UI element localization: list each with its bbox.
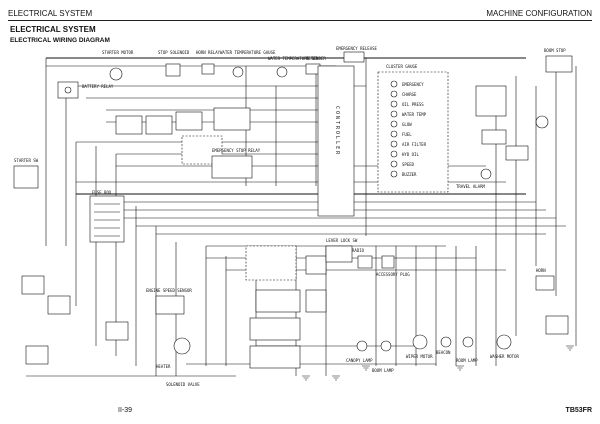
- indicator-label: HYD OIL: [402, 152, 419, 157]
- horn-label: HORN: [536, 268, 546, 273]
- travel-alarm: TRAVEL ALARM: [456, 168, 492, 189]
- indicator-label: OIL PRESS: [402, 102, 424, 107]
- starter-motor-label: STARTER MOTOR: [102, 50, 134, 55]
- section-title: ELECTRICAL SYSTEM: [10, 25, 96, 34]
- solenoid-valve-label: SOLENOID VALVE: [166, 382, 200, 387]
- battery-relay: BATTERY RELAY: [57, 81, 114, 99]
- cluster-gauge-label: CLUSTER GAUGE: [386, 64, 418, 69]
- washer-motor-label: WASHER MOTOR: [490, 354, 519, 359]
- emergency-stop-relay: EMERGENCY STOP RELAY: [211, 148, 261, 179]
- engine-speed-sensor-label: ENGINE SPEED SENSOR: [146, 288, 192, 293]
- indicator-label: BUZZER: [402, 172, 417, 177]
- page-footer: II-39 TB53FR: [8, 404, 592, 416]
- water-temp-sender: WATER TEMPERATURE SENDER: [268, 56, 326, 78]
- water-temp-gauge: WATER TEMPERATURE GAUGE: [220, 50, 276, 78]
- stop-solenoid: STOP SOLENOID: [158, 50, 190, 77]
- beacon: BEACON: [436, 336, 452, 355]
- accessory-plug: ACCESSORY PLUG: [376, 255, 410, 277]
- boom-lamp: BOOM LAMP: [372, 340, 394, 373]
- canopy-lamp: CANOPY LAMP: [346, 340, 373, 363]
- horn-relay: HORN RELAY: [196, 50, 221, 75]
- emergency-release-label: EMERGENCY RELEASE: [336, 46, 378, 51]
- page-header: ELECTRICAL SYSTEM MACHINE CONFIGURATION: [8, 6, 592, 21]
- indicator-label: EMERGENCY: [402, 82, 424, 87]
- indicator-label: WATER TEMP: [402, 112, 427, 117]
- canopy-lamp-label: CANOPY LAMP: [346, 358, 373, 363]
- wiper-motor: WIPER MOTOR: [406, 334, 433, 359]
- heater: HEATER: [21, 275, 171, 369]
- indicator-label: GLOW: [402, 122, 412, 127]
- page-number: II-39: [118, 406, 133, 414]
- horn-relay-label: HORN RELAY: [196, 50, 221, 55]
- battery-relay-label: BATTERY RELAY: [82, 84, 114, 89]
- accessory-plug-label: ACCESSORY PLUG: [376, 272, 410, 277]
- controller: CONTROLLER: [317, 65, 355, 217]
- indicator-label: CHARGE: [402, 92, 417, 97]
- emergency-release: EMERGENCY RELEASE: [336, 46, 378, 63]
- cluster-gauge: CLUSTER GAUGE EMERGENCY CHARGE OIL PRESS…: [377, 64, 449, 193]
- fuse-box-label: FUSE BOX: [92, 190, 112, 195]
- boom-stop: BOOM STOP: [475, 48, 573, 161]
- ground-symbols: [302, 345, 574, 381]
- boom-lamp-label: BOOM LAMP: [372, 368, 394, 373]
- controller-label: CONTROLLER: [334, 106, 340, 156]
- vertical-wires: [45, 58, 577, 376]
- emergency-stop-relay-label: EMERGENCY STOP RELAY: [212, 148, 261, 153]
- starter-switch-label: STARTER SW: [14, 158, 39, 163]
- beacon-label: BEACON: [436, 350, 451, 355]
- relay-cluster-lower: [245, 245, 327, 369]
- diagram-title: ELECTRICAL WIRING DIAGRAM: [10, 37, 110, 44]
- solenoid-valve: SOLENOID VALVE: [166, 337, 200, 387]
- model-code: TB53FR: [565, 406, 592, 414]
- radio-label: RADIO: [352, 248, 365, 253]
- lever-lock-sw-label: LEVER LOCK SW: [326, 238, 358, 243]
- travel-alarm-label: TRAVEL ALARM: [456, 184, 485, 189]
- relay-cluster-upper: [115, 107, 251, 165]
- washer-motor: WASHER MOTOR: [490, 334, 519, 359]
- indicator-label: FUEL: [402, 132, 412, 137]
- lever-lock-sw: LEVER LOCK SW: [325, 238, 358, 263]
- header-section-title: ELECTRICAL SYSTEM: [8, 9, 93, 18]
- room-lamp: ROOM LAMP: [456, 336, 478, 363]
- starter-switch: STARTER SW: [13, 158, 39, 189]
- heater-label: HEATER: [156, 364, 171, 369]
- starter-motor: STARTER MOTOR: [102, 50, 134, 81]
- fuse-box: FUSE BOX: [89, 190, 125, 243]
- water-temp-gauge-label: WATER TEMPERATURE GAUGE: [220, 50, 276, 55]
- horn: HORN: [535, 268, 569, 335]
- wiper-motor-label: WIPER MOTOR: [406, 354, 433, 359]
- water-temp-sender-label: WATER TEMPERATURE SENDER: [268, 56, 326, 61]
- indicator-label: AIR FILTER: [402, 142, 427, 147]
- radio: RADIO: [352, 248, 373, 269]
- room-lamp-label: ROOM LAMP: [456, 358, 478, 363]
- wiring-diagram: STARTER MOTOR STOP SOLENOID HORN RELAY W…: [6, 46, 594, 398]
- indicator-label: SPEED: [402, 162, 415, 167]
- meter-label: METER: [306, 56, 319, 61]
- header-chapter-title: MACHINE CONFIGURATION: [486, 9, 592, 18]
- engine-speed-sensor: ENGINE SPEED SENSOR: [146, 288, 192, 315]
- stop-solenoid-label: STOP SOLENOID: [158, 50, 190, 55]
- boom-stop-label: BOOM STOP: [544, 48, 566, 53]
